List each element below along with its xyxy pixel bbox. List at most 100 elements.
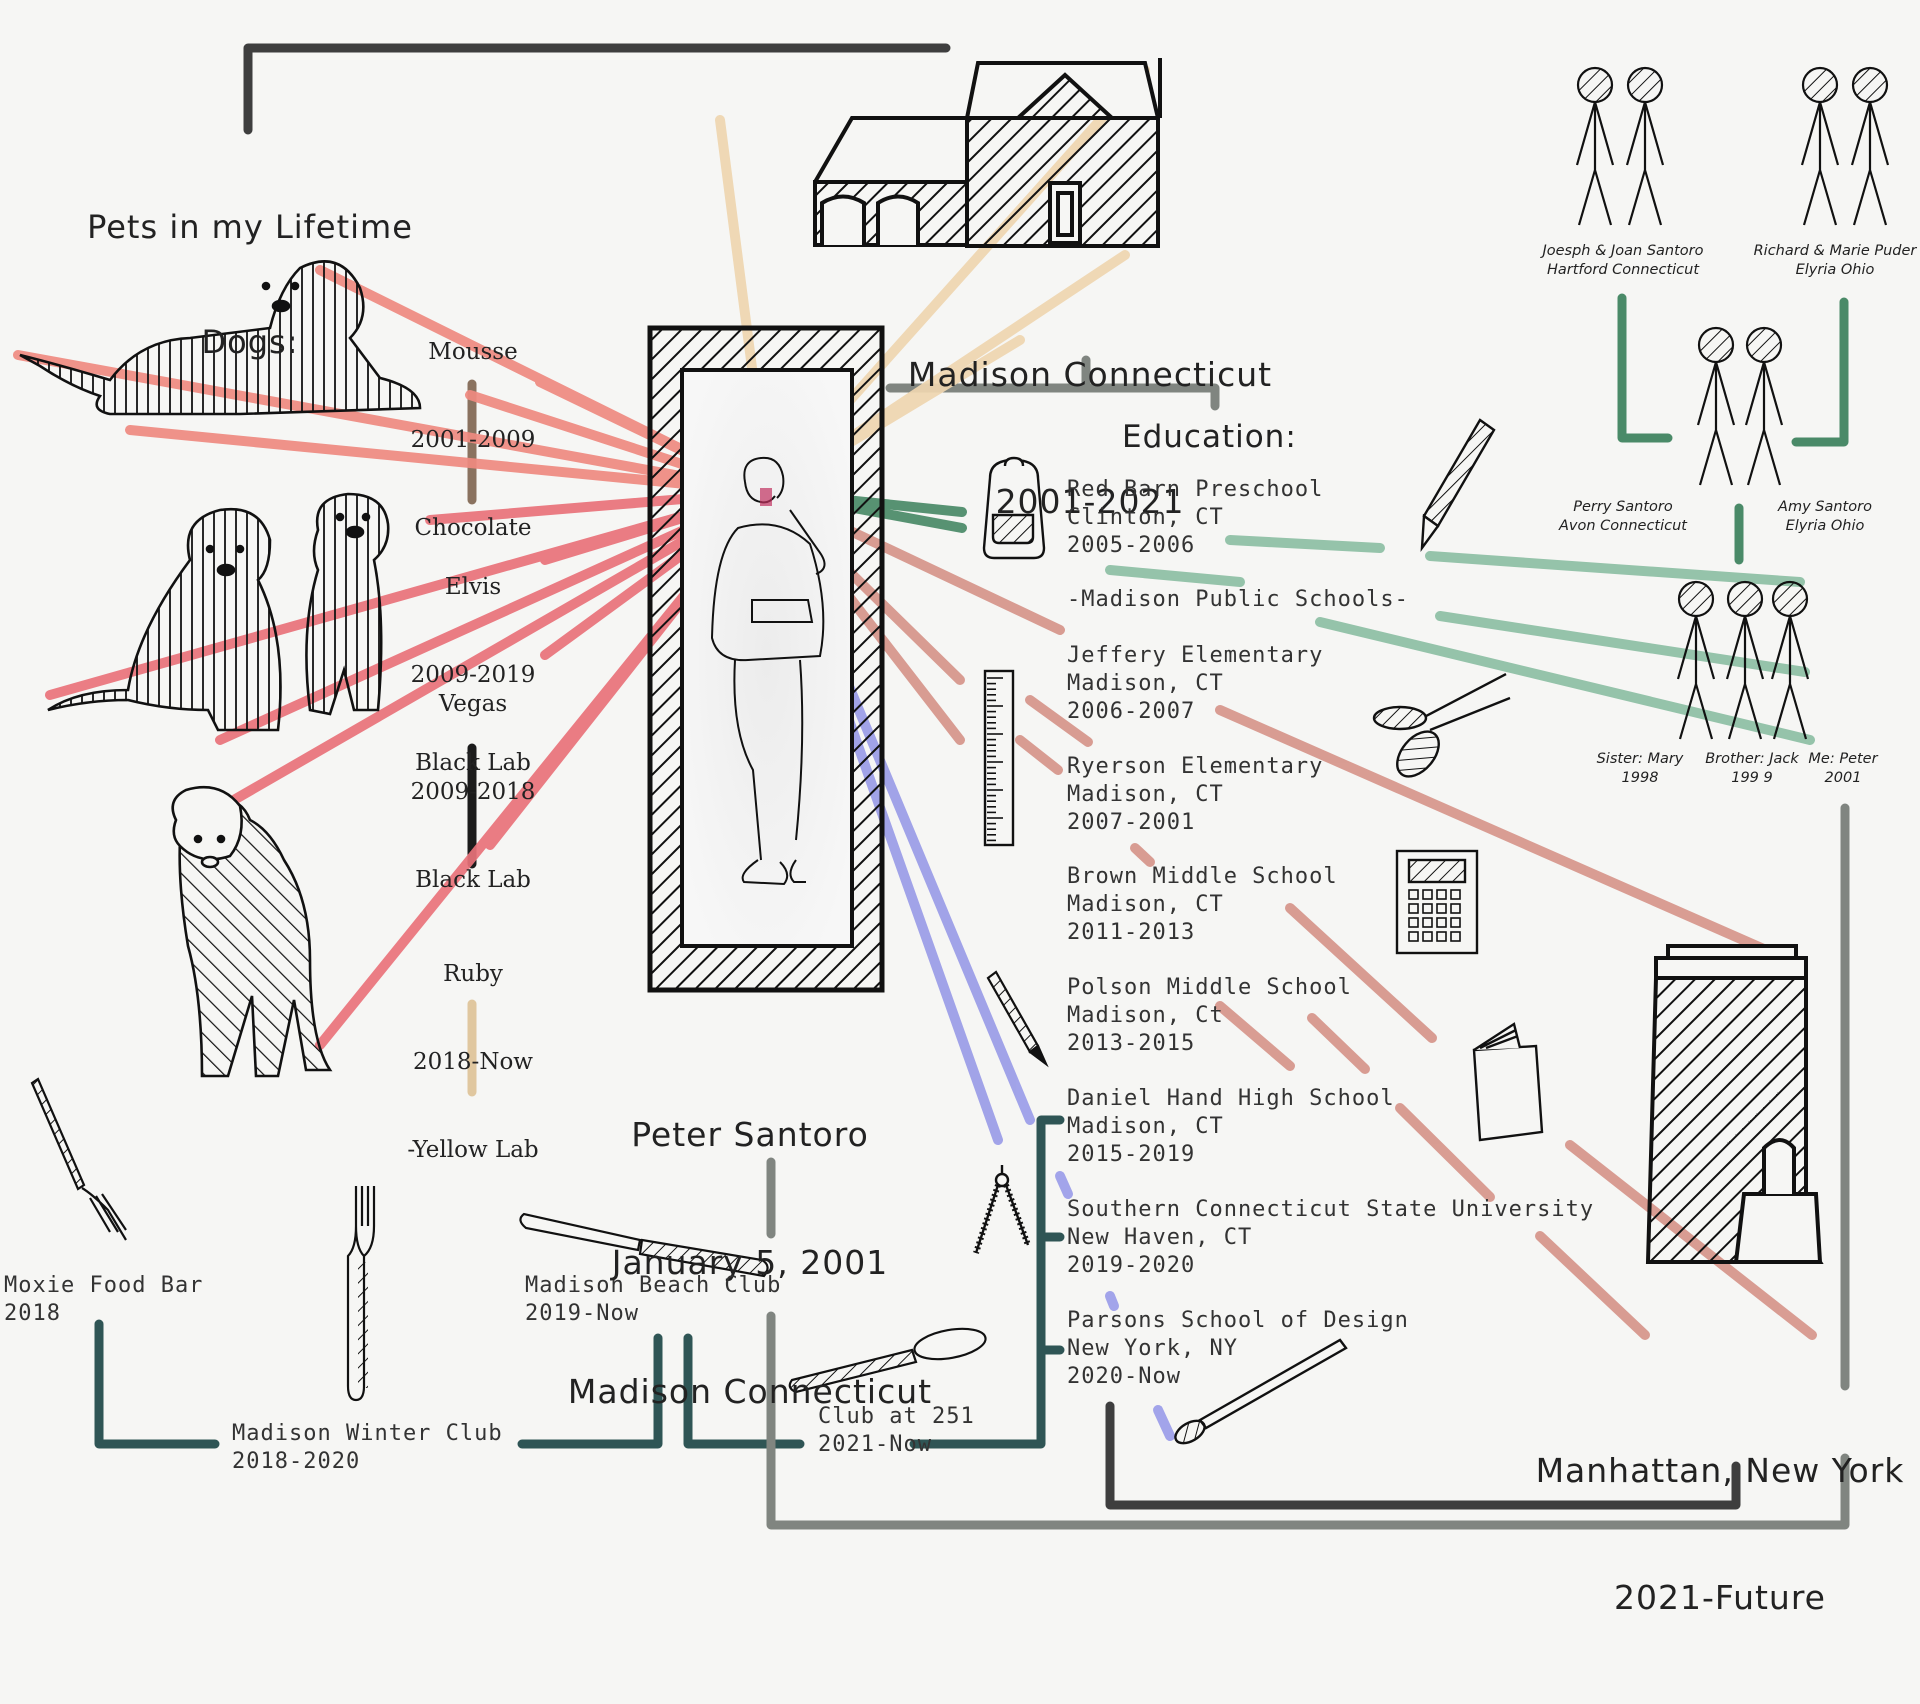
house-icon — [813, 58, 1162, 248]
pets-heading: Pets in my Lifetime Dogs: — [40, 138, 460, 433]
dog-mousse-icon — [19, 260, 422, 416]
scissors-icon — [1372, 672, 1511, 778]
dog-elvis-icon — [47, 507, 282, 732]
school-years: 2020-Now — [1067, 1363, 1181, 1389]
person-name: Peter Santoro — [631, 1114, 869, 1154]
family-right-connector — [1791, 297, 1849, 447]
pencil-icon — [1420, 418, 1496, 553]
school-location: Madison, Ct — [1067, 1002, 1224, 1028]
ray-segment — [1153, 1405, 1175, 1441]
stick-figure-icon — [1676, 580, 1716, 740]
book-icon — [1472, 1022, 1544, 1142]
pets-heading-subtitle: Dogs: — [201, 323, 299, 362]
ray-segment — [1315, 617, 1815, 745]
dog-name: Ruby — [443, 961, 503, 988]
calculator-key — [1450, 889, 1461, 900]
school-location: Madison, CT — [1067, 1113, 1224, 1139]
family-member-name: Joesph & Joan Santoro — [1542, 243, 1704, 259]
family-member-name: Perry Santoro — [1573, 499, 1673, 515]
school-name: Polson Middle School — [1067, 975, 1352, 1000]
figure-head — [1677, 580, 1715, 618]
ray-segment — [1105, 1291, 1119, 1311]
school-years: 2006-2007 — [1067, 698, 1196, 724]
calculator-key — [1422, 889, 1433, 900]
school-name: Brown Middle School — [1067, 864, 1338, 889]
ray-segment — [1535, 1231, 1650, 1340]
hometown-label: Madison Connecticut 2001-2021 — [880, 270, 1300, 608]
spoon-icon — [788, 1327, 987, 1394]
calculator-key — [1436, 889, 1447, 900]
school-years: 2011-2013 — [1067, 919, 1196, 945]
dog-breed: Black Lab — [415, 866, 531, 893]
dog-breed: Chocolate — [414, 514, 532, 541]
club-years: 2021-Now — [818, 1431, 932, 1457]
dog-label-vegas: Vegas 2009-2018 Black Lab — [400, 632, 546, 953]
calculator-key — [1422, 917, 1433, 928]
calculator-key — [1450, 903, 1461, 914]
club-years: 2019-Now — [525, 1300, 639, 1326]
stick-figure-icon — [1725, 580, 1765, 740]
calculator-key — [1450, 917, 1461, 928]
school-years: 2015-2019 — [1067, 1141, 1196, 1167]
stick-figure-icon — [1696, 326, 1736, 486]
dog-name: Mousse — [428, 339, 518, 366]
family-member-name: Brother: Jack — [1705, 751, 1799, 767]
calculator-key — [1408, 889, 1419, 900]
school-location: New Haven, CT — [1067, 1224, 1253, 1250]
ray-segment — [1425, 551, 1805, 587]
ray-segment — [1215, 705, 1805, 970]
dog-vegas-icon — [305, 492, 390, 716]
school-years: 2005-2006 — [1067, 532, 1196, 558]
school-location: Madison, CT — [1067, 670, 1224, 696]
stick-figure-icon — [1800, 66, 1840, 226]
dog-name: Vegas — [438, 691, 508, 718]
family-member-detail: 199 9 — [1731, 769, 1773, 786]
figure-body — [1770, 615, 1810, 740]
figure-head — [1697, 326, 1735, 364]
calculator-key — [1436, 917, 1447, 928]
pen-icon — [986, 970, 1049, 1068]
figure-body — [1725, 615, 1765, 740]
family-member-detail: 1998 — [1621, 769, 1659, 786]
ray-segment — [1395, 1103, 1495, 1202]
paintbrush-icon — [1174, 1338, 1348, 1445]
dog-ruby-icon — [171, 786, 333, 1078]
mirror-illustration — [647, 325, 885, 993]
figure-body — [1625, 101, 1665, 226]
school-years: 2007-2001 — [1067, 809, 1196, 835]
ray-segment — [1105, 565, 1245, 587]
figure-body — [1696, 361, 1736, 486]
hometown-years: 2001-2021 — [995, 482, 1185, 522]
calculator-key — [1408, 917, 1419, 928]
ray-segment — [1225, 535, 1385, 553]
person-figure — [710, 456, 826, 886]
figure-head — [1745, 326, 1783, 364]
calculator-key — [1436, 931, 1447, 942]
figure-head — [1801, 66, 1839, 104]
birthplace-to-future-connector — [766, 803, 1850, 1530]
school-name: Parsons School of Design — [1067, 1308, 1409, 1333]
stick-figure-icon — [1850, 66, 1890, 226]
life-map-diagram: Pets in my Lifetime Dogs: Mousse 2001-20… — [4, 43, 1920, 1617]
school-location: New York, NY — [1067, 1335, 1238, 1361]
ray-segment — [1025, 695, 1093, 747]
dog-name: Elvis — [444, 574, 502, 601]
compass-icon — [973, 1165, 1031, 1254]
stick-figure-icon — [1625, 66, 1665, 226]
calculator-key — [1450, 931, 1461, 942]
future-home-label: Manhattan, New York 2021-Future — [1520, 1366, 1920, 1704]
family-member-name: Richard & Marie Puder — [1753, 243, 1917, 259]
skyscraper-icon — [1645, 944, 1824, 1264]
school-name: Southern Connecticut State University — [1067, 1197, 1595, 1222]
backpack-icon — [982, 456, 1046, 560]
figure-body — [1850, 101, 1890, 226]
calculator-key — [1422, 931, 1433, 942]
family-member-detail: Elyria Ohio — [1785, 517, 1865, 534]
ray-segment — [1285, 903, 1437, 1043]
birth-place: Madison Connecticut — [567, 1372, 933, 1412]
